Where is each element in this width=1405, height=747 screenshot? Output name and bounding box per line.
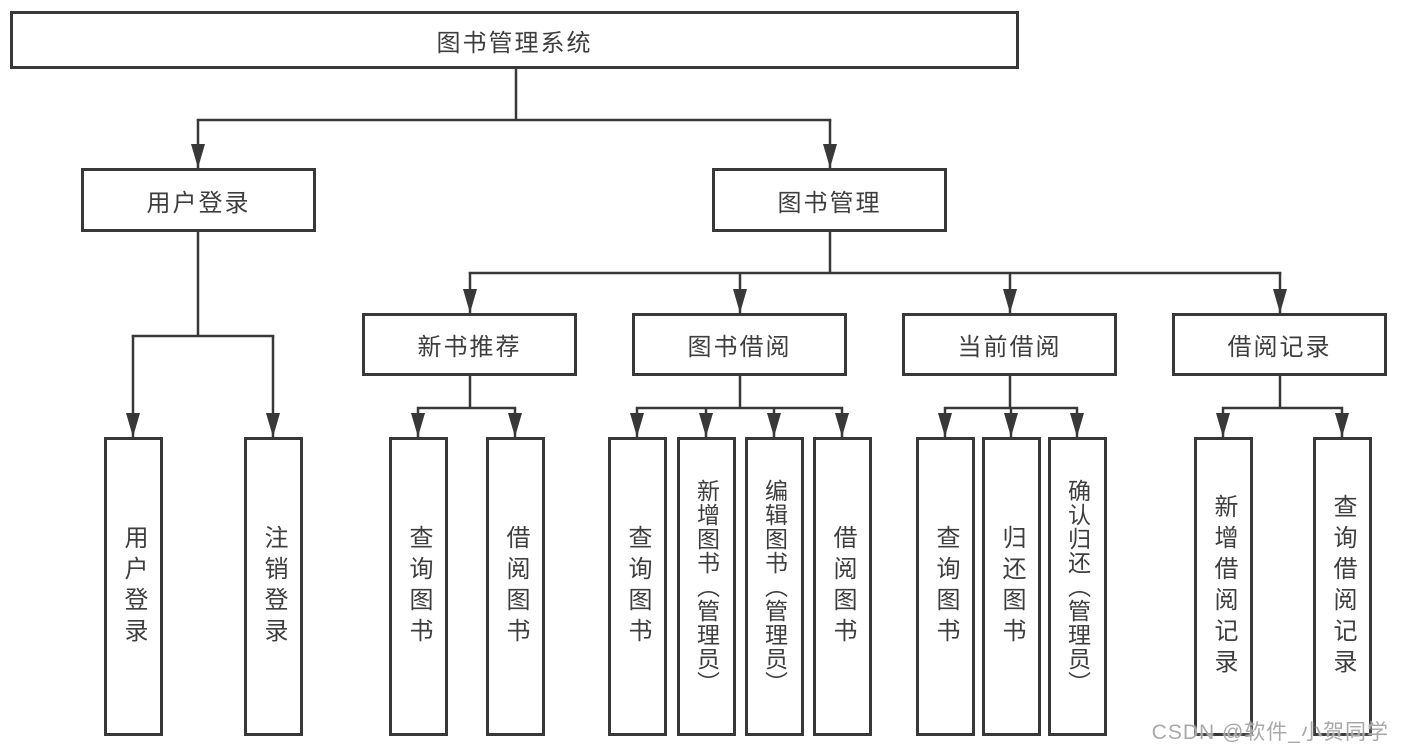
leaf-return-books: 归还图书: [982, 437, 1041, 736]
connector-new-book-recommend-children: [417, 374, 516, 410]
leaf-edit-books-admin: 编辑图书（管理员）: [745, 437, 804, 736]
leaf-confirm-return-admin: 确认归还（管理员）: [1048, 437, 1107, 736]
leaf-query-books-current: 查询图书: [916, 437, 975, 736]
node-user-login-branch: 用户登录: [81, 168, 316, 232]
node-current-borrow: 当前借阅: [902, 313, 1117, 376]
connector-book-borrow-children: [636, 374, 843, 410]
node-book-mgmt-branch: 图书管理: [712, 168, 947, 232]
leaf-user-login: 用户登录: [104, 437, 163, 736]
node-library-system: 图书管理系统: [10, 11, 1019, 69]
node-borrow-records: 借阅记录: [1172, 313, 1387, 376]
leaf-logout: 注销登录: [244, 437, 303, 736]
leaf-add-borrow-record: 新增借阅记录: [1194, 437, 1253, 736]
connector-borrow-records-children: [1222, 374, 1343, 410]
leaf-add-books-admin: 新增图书（管理员）: [677, 437, 736, 736]
leaf-borrow-books-recommend: 借阅图书: [486, 437, 545, 736]
leaf-query-books-borrow: 查询图书: [608, 437, 667, 736]
connector-current-borrow-children: [944, 374, 1078, 410]
connector-user-login-children: [131, 231, 275, 338]
leaf-borrow-books: 借阅图书: [813, 437, 872, 736]
node-book-borrow: 图书借阅: [632, 313, 847, 376]
csdn-watermark: CSDN @软件_小贺同学: [1151, 721, 1389, 744]
connector-book-mgmt-children: [468, 231, 1282, 275]
node-new-book-recommend: 新书推荐: [362, 313, 577, 376]
leaf-query-borrow-record: 查询借阅记录: [1313, 437, 1372, 736]
leaf-query-books-recommend: 查询图书: [389, 437, 448, 736]
connector-root-to-level2: [196, 68, 832, 122]
